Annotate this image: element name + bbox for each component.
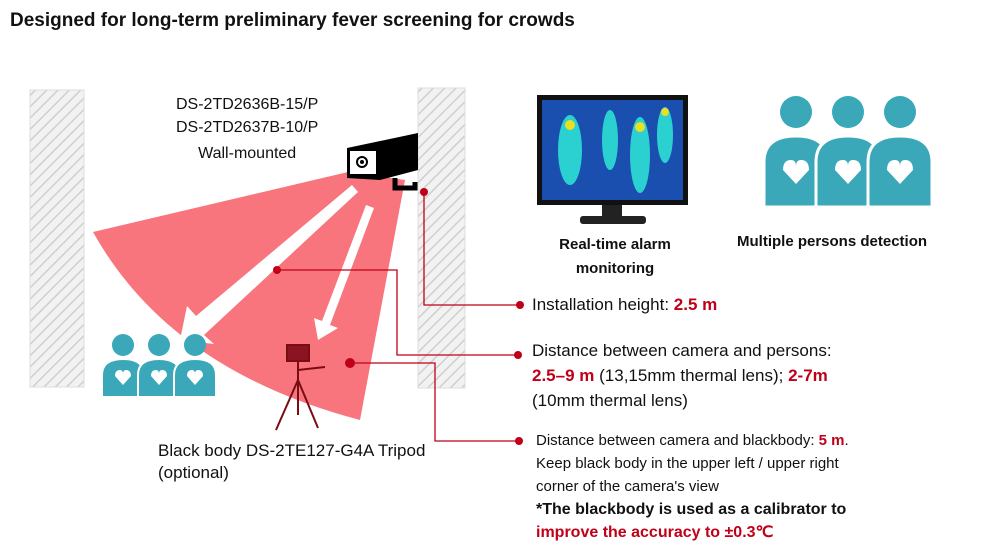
left-wall bbox=[29, 89, 85, 388]
blackbody-line-1: Black body DS-2TE127-G4A Tripod bbox=[158, 441, 426, 460]
distance-blackbody: Distance between camera and blackbody: 5… bbox=[536, 429, 849, 544]
distance-label: Distance between camera and persons: bbox=[532, 341, 832, 360]
distance-note-2: (10mm thermal lens) bbox=[532, 391, 688, 410]
field-of-view-cone bbox=[93, 172, 405, 420]
bb-line-3: corner of the camera's view bbox=[536, 478, 719, 495]
callout-dots bbox=[273, 188, 524, 445]
installation-height: Installation height: 2.5 m bbox=[532, 295, 717, 315]
callout-lines bbox=[277, 192, 520, 442]
monitor-caption: Real-time alarm monitoring bbox=[540, 233, 690, 281]
monitor-icon bbox=[537, 95, 688, 224]
blackbody-label: Black body DS-2TE127-G4A Tripod (optional… bbox=[158, 440, 425, 484]
persons-caption: Multiple persons detection bbox=[737, 233, 928, 250]
note-line-2: improve the accuracy to ±0.3℃ bbox=[536, 524, 774, 541]
persons-group-left-icon bbox=[101, 333, 217, 398]
note-line-1: *The blackbody is used as a calibrator t… bbox=[536, 501, 847, 518]
tripod-icon bbox=[275, 344, 326, 431]
camera-label: DS-2TD2636B-15/P DS-2TD2637B-10/P Wall-mou… bbox=[176, 93, 318, 165]
bb-label: Distance between camera and blackbody: bbox=[536, 432, 815, 449]
arrows bbox=[180, 185, 374, 344]
persons-group-right-icon bbox=[762, 94, 934, 209]
blackbody-line-2: (optional) bbox=[158, 463, 229, 482]
camera-model-1: DS-2TD2636B-15/P bbox=[176, 96, 319, 113]
camera-icon bbox=[347, 133, 418, 191]
camera-model-2: DS-2TD2637B-10/P bbox=[176, 119, 319, 136]
height-value: 2.5 m bbox=[673, 295, 718, 314]
camera-mount: Wall-mounted bbox=[198, 145, 297, 162]
monitor-caption-2: monitoring bbox=[575, 260, 655, 277]
bb-value: 5 m bbox=[818, 432, 845, 449]
bb-dot: . bbox=[844, 432, 849, 449]
distance-value-1: 2.5–9 m bbox=[532, 366, 595, 385]
page-title: Designed for long-term preliminary fever… bbox=[10, 10, 575, 31]
monitor-caption-1: Real-time alarm bbox=[559, 236, 671, 253]
right-wall bbox=[417, 87, 466, 389]
bb-line-2: Keep black body in the upper left / uppe… bbox=[536, 455, 839, 472]
distance-value-2: 2-7m bbox=[788, 366, 828, 385]
distance-note-1: (13,15mm thermal lens); bbox=[599, 366, 784, 385]
height-label: Installation height: bbox=[532, 295, 670, 314]
distance-persons: Distance between camera and persons: 2.5… bbox=[532, 338, 832, 413]
